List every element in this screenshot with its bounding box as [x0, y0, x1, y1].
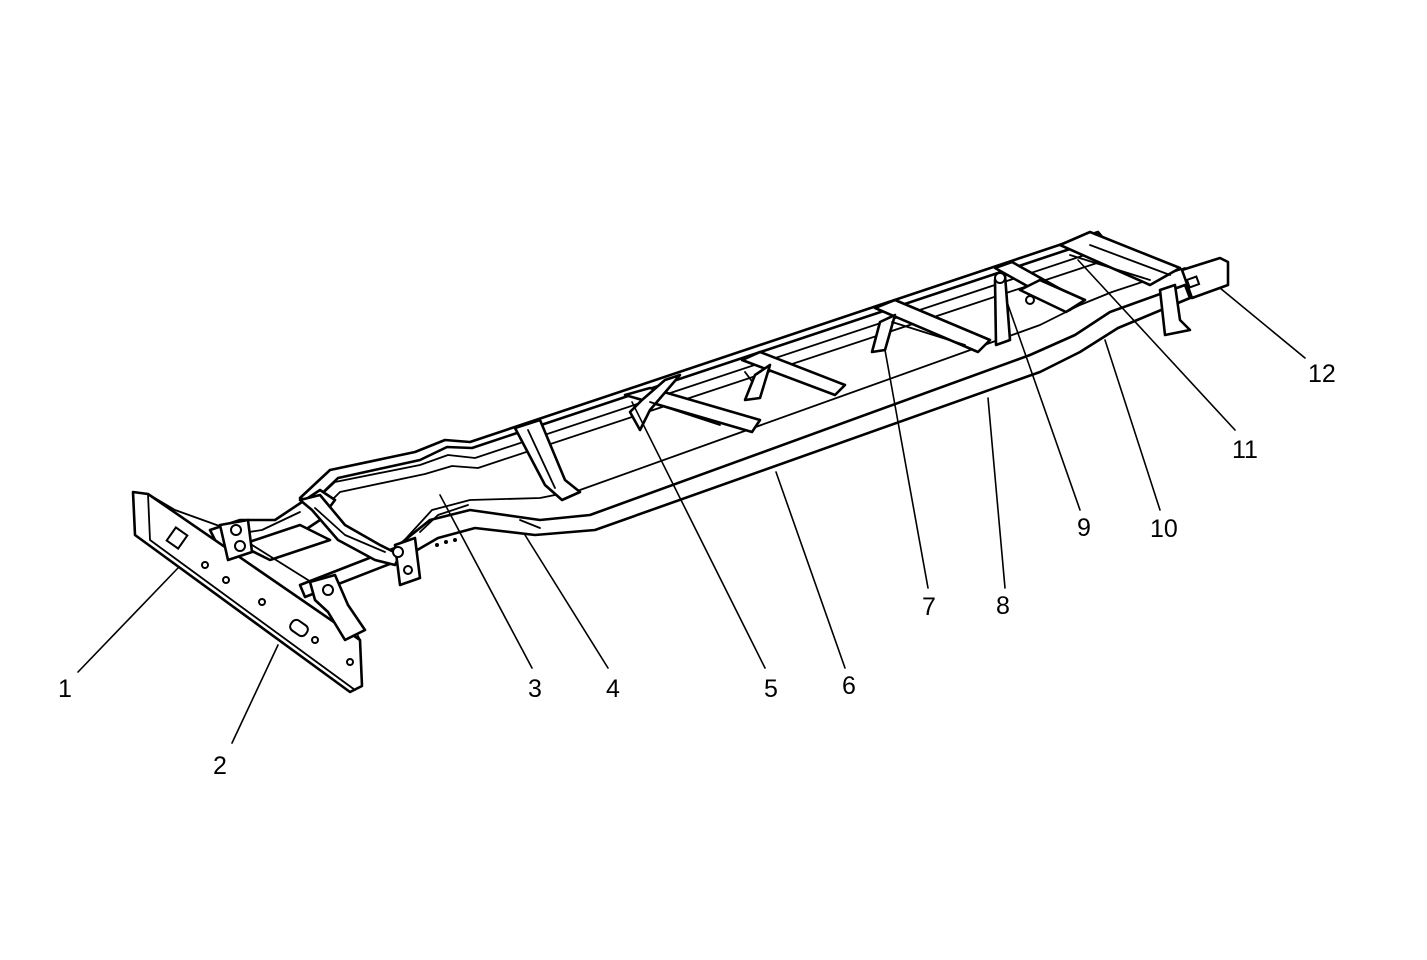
callout-labels: 1 2 3 4 5 6 7 8 9 10 11 12: [58, 360, 1336, 780]
crossmember-3: [513, 418, 582, 502]
callout-1: 1: [58, 675, 72, 703]
leader-2: [231, 644, 279, 744]
callout-5: 5: [764, 675, 778, 703]
callout-11: 11: [1232, 436, 1258, 464]
callout-12: 12: [1308, 360, 1336, 388]
front-mounts: [218, 518, 457, 642]
callout-2: 2: [213, 752, 227, 780]
leader-6: [775, 471, 846, 669]
leader-9: [1006, 301, 1081, 511]
leader-5: [631, 401, 766, 669]
x-crossmember-mid: [740, 350, 847, 402]
leader-10: [1104, 339, 1161, 511]
front-bumper-bar: [131, 490, 364, 694]
right-frame-rail: [298, 267, 1192, 599]
callout-6: 6: [842, 672, 856, 700]
callout-8: 8: [996, 592, 1010, 620]
leader-1: [77, 567, 179, 673]
rear-crossmember: [993, 260, 1087, 347]
left-frame-rail: [298, 230, 1105, 521]
callout-9: 9: [1077, 514, 1091, 542]
callout-10: 10: [1150, 515, 1178, 543]
x-crossmember-front: [623, 373, 762, 434]
leader-11: [1077, 259, 1236, 431]
rear-crossmember-brace: [870, 298, 992, 354]
leader-7: [884, 349, 929, 589]
leader-lines: [77, 259, 1306, 744]
leader-8: [987, 397, 1006, 589]
callout-3: 3: [528, 675, 542, 703]
callout-7: 7: [922, 593, 936, 621]
callout-4: 4: [606, 675, 620, 703]
rear-end-assembly: [1058, 230, 1230, 337]
leader-12: [1219, 287, 1306, 359]
leader-3: [439, 494, 533, 669]
leader-4: [524, 534, 609, 669]
